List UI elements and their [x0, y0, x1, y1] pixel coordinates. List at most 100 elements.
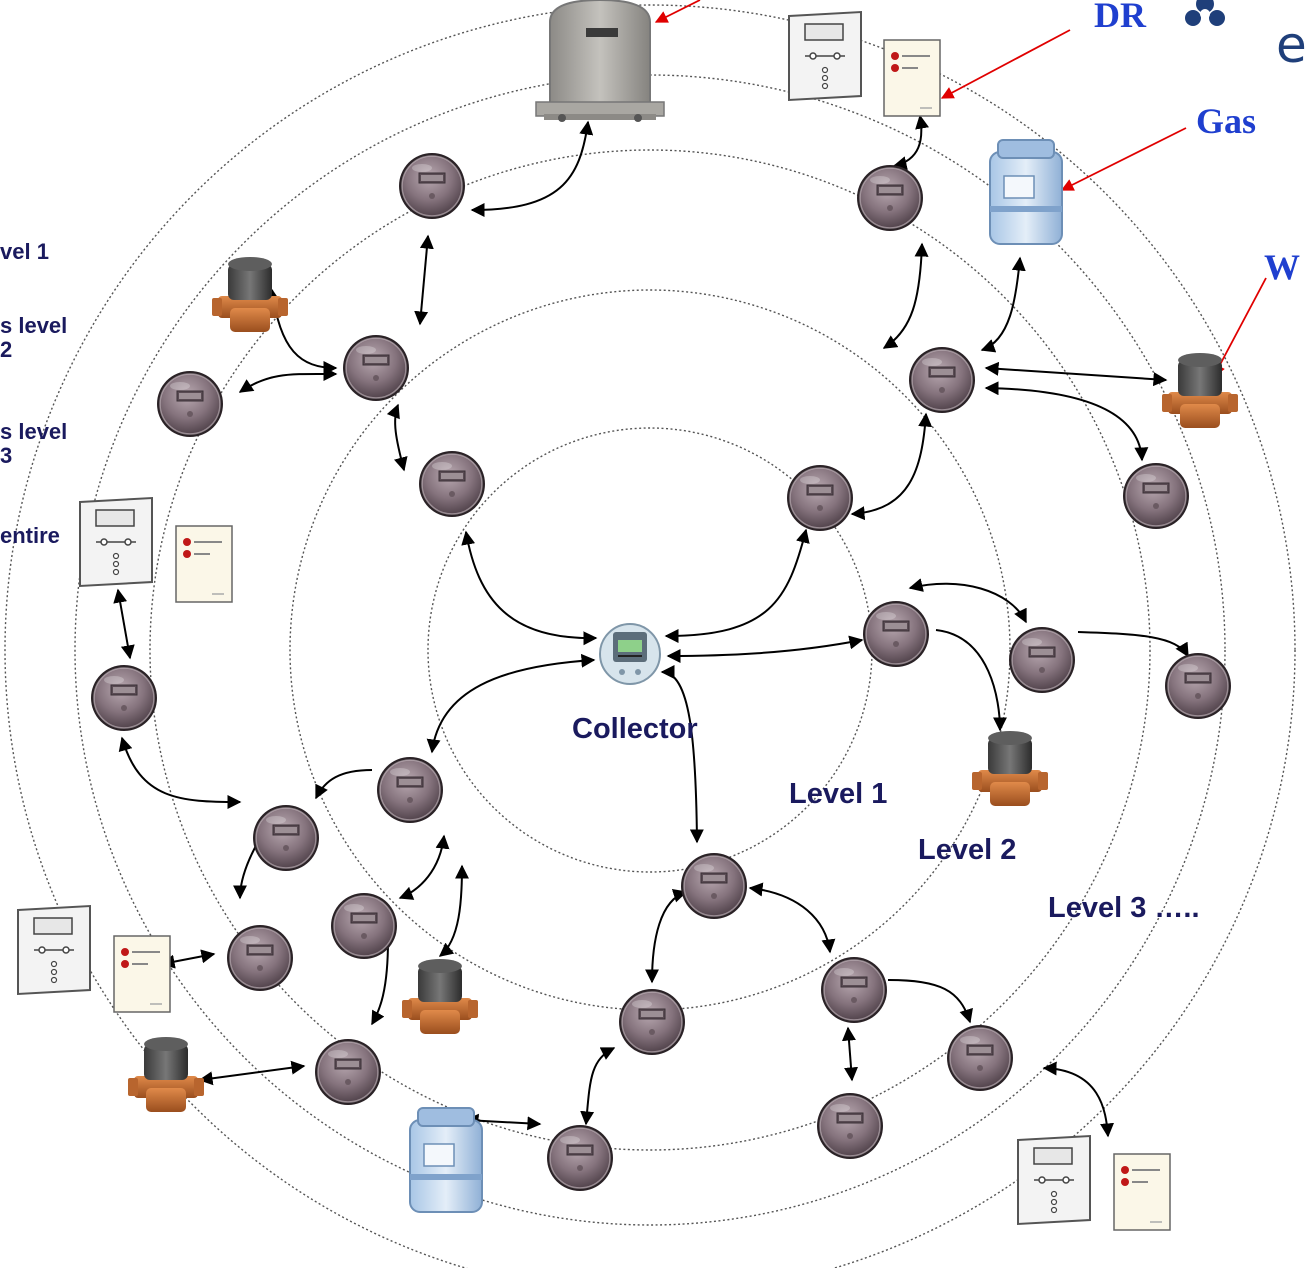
link [748, 882, 836, 954]
ring-level-3 [149, 149, 1151, 1151]
legend-level-3-line-1: s level [0, 419, 68, 444]
legend-level-3-line-2: 3 [0, 443, 13, 468]
link [470, 120, 594, 217]
collector-icon[interactable] [599, 623, 661, 685]
level-2-label: Level 2 [918, 834, 1017, 866]
electric-meter-icon[interactable] [226, 924, 294, 992]
electric-meter-icon[interactable] [862, 600, 930, 668]
callout-arrow-water [1213, 277, 1267, 378]
callout-arrow-dr [940, 29, 1071, 99]
dr-panel-icon[interactable] [175, 525, 233, 603]
water-meter-icon[interactable] [972, 731, 1048, 806]
dr-panel-icon[interactable] [113, 935, 171, 1013]
link [1077, 631, 1189, 658]
electric-meter-icon[interactable] [376, 756, 444, 824]
link [371, 939, 389, 1026]
thermostat-icon[interactable] [788, 11, 862, 101]
link [984, 381, 1149, 462]
link [113, 588, 135, 660]
callout-arrow-transformer [654, 0, 701, 23]
electric-meter-icon[interactable] [342, 334, 410, 402]
link [438, 864, 469, 957]
electric-meter-icon[interactable] [816, 1092, 884, 1160]
link [233, 841, 259, 900]
link [660, 665, 704, 844]
link [882, 242, 929, 349]
water-meter-icon[interactable] [212, 257, 288, 332]
electric-meter-icon[interactable] [820, 956, 888, 1024]
callout-arrows [654, 0, 1267, 378]
link [386, 403, 408, 472]
thermostat-icon[interactable] [17, 905, 91, 995]
callout-arrow-gas [1060, 127, 1187, 191]
level-rings [4, 4, 1296, 1268]
link [935, 629, 1007, 732]
link [1042, 1061, 1115, 1138]
link [464, 1113, 542, 1131]
water-callout-label: W [1264, 247, 1300, 287]
dr-panel-icon[interactable] [1113, 1153, 1171, 1231]
link [238, 366, 338, 393]
ring-level-5 [4, 4, 1296, 1268]
electric-meter-icon[interactable] [1008, 626, 1076, 694]
water-meter-icon[interactable] [128, 1037, 204, 1112]
transformer-icon[interactable] [535, 0, 665, 123]
electric-meter-icon[interactable] [946, 1024, 1014, 1092]
link [887, 979, 973, 1024]
legend-level-2-line-1: s level [0, 313, 68, 338]
link [892, 114, 929, 170]
link [580, 1047, 616, 1126]
link [980, 256, 1026, 353]
link [984, 361, 1168, 387]
electric-meter-icon[interactable] [908, 346, 976, 414]
link [414, 234, 434, 326]
link [850, 412, 933, 521]
level-3-label: Level 3 ….. [1048, 892, 1200, 924]
electric-meter-icon[interactable] [252, 804, 320, 872]
legend-entire: entire [0, 523, 60, 548]
logo-letter: e [1276, 16, 1306, 74]
electric-meter-icon[interactable] [1122, 462, 1190, 530]
level-1-label: Level 1 [789, 778, 888, 810]
thermostat-icon[interactable] [79, 497, 153, 587]
dr-panel-icon[interactable] [883, 39, 941, 117]
water-meter-icon[interactable] [1162, 353, 1238, 428]
electric-meter-icon[interactable] [398, 152, 466, 220]
gas-callout-label: Gas [1196, 101, 1257, 141]
electric-meter-icon[interactable] [786, 464, 854, 532]
electric-meter-icon[interactable] [546, 1124, 614, 1192]
mesh-links [113, 114, 1189, 1138]
electric-meter-icon[interactable] [618, 988, 686, 1056]
ring-level-2 [289, 289, 1011, 1011]
collector-label: Collector [572, 713, 698, 745]
link [841, 1026, 859, 1082]
link [426, 653, 596, 754]
electric-meter-icon[interactable] [856, 164, 924, 232]
utility-logo-icon [1185, 0, 1225, 26]
gas-meter-icon[interactable] [409, 1107, 483, 1213]
link [645, 889, 688, 984]
water-meter-icon[interactable] [402, 959, 478, 1034]
electric-meter-icon[interactable] [418, 450, 486, 518]
water-meters [128, 257, 1238, 1112]
link [908, 578, 1027, 624]
link [666, 635, 864, 663]
electric-meter-icon[interactable] [330, 892, 398, 960]
dr-callout-label: DR [1094, 0, 1146, 35]
electric-meter-icon[interactable] [156, 370, 224, 438]
link [198, 1060, 306, 1086]
electric-meter-icon[interactable] [90, 664, 158, 732]
thermostat-icon[interactable] [1017, 1135, 1091, 1225]
link [398, 834, 450, 900]
link [664, 528, 810, 643]
electric-meter-icon[interactable] [1164, 652, 1232, 720]
legend-level-1: vel 1 [0, 239, 49, 264]
electric-meter-icon[interactable] [314, 1038, 382, 1106]
link [315, 769, 373, 800]
legend-level-2-line-2: 2 [0, 337, 13, 362]
link [118, 736, 242, 809]
link [461, 530, 598, 646]
gas-meter-icon[interactable] [989, 139, 1063, 245]
electric-meter-icon[interactable] [680, 852, 748, 920]
